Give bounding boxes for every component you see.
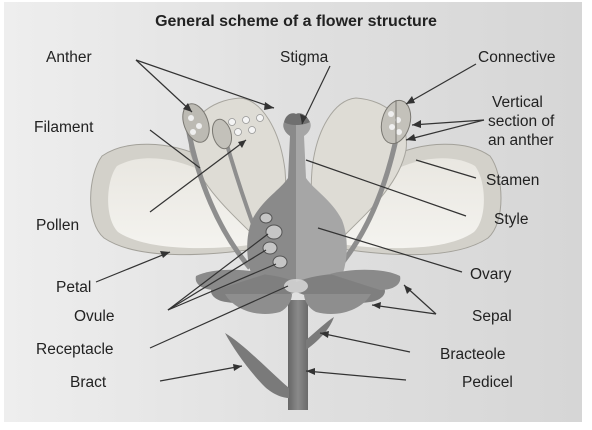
ovule: [266, 225, 282, 239]
label-vertical-section-line1: Vertical: [492, 94, 543, 111]
ovule: [260, 213, 272, 223]
pollen-grain: [249, 127, 256, 134]
label-stamen: Stamen: [486, 172, 539, 189]
pollen-grain: [389, 124, 395, 130]
label-receptacle: Receptacle: [36, 341, 114, 358]
pollen-grain: [396, 129, 402, 135]
label-anther: Anther: [46, 49, 92, 66]
pollen-grain: [188, 115, 194, 121]
label-vertical-section-line3: an anther: [488, 132, 554, 149]
pollen-grain: [235, 129, 242, 136]
label-filament: Filament: [34, 119, 94, 136]
pollen-grain: [196, 123, 202, 129]
label-ovary: Ovary: [470, 266, 512, 283]
label-stigma: Stigma: [280, 49, 329, 66]
label-connective: Connective: [478, 49, 556, 66]
label-bracteole: Bracteole: [440, 346, 505, 363]
pollen-grain: [243, 117, 250, 124]
label-bract: Bract: [70, 374, 107, 391]
label-petal: Petal: [56, 279, 91, 296]
ovule: [263, 242, 277, 254]
page-margin: [582, 0, 592, 425]
label-ovule: Ovule: [74, 308, 115, 325]
pollen-grain: [190, 129, 196, 135]
label-vertical-section-line2: section of: [488, 113, 555, 130]
label-style: Style: [494, 211, 528, 228]
pollen-grain: [257, 115, 264, 122]
diagram-title: General scheme of a flower structure: [155, 13, 437, 30]
ovule: [273, 256, 287, 268]
pollen-grain: [388, 111, 394, 117]
pedicel-stem: [288, 300, 308, 410]
label-sepal: Sepal: [472, 308, 512, 325]
label-pedicel: Pedicel: [462, 374, 513, 391]
pollen-grain: [229, 119, 236, 126]
label-pollen: Pollen: [36, 217, 79, 234]
